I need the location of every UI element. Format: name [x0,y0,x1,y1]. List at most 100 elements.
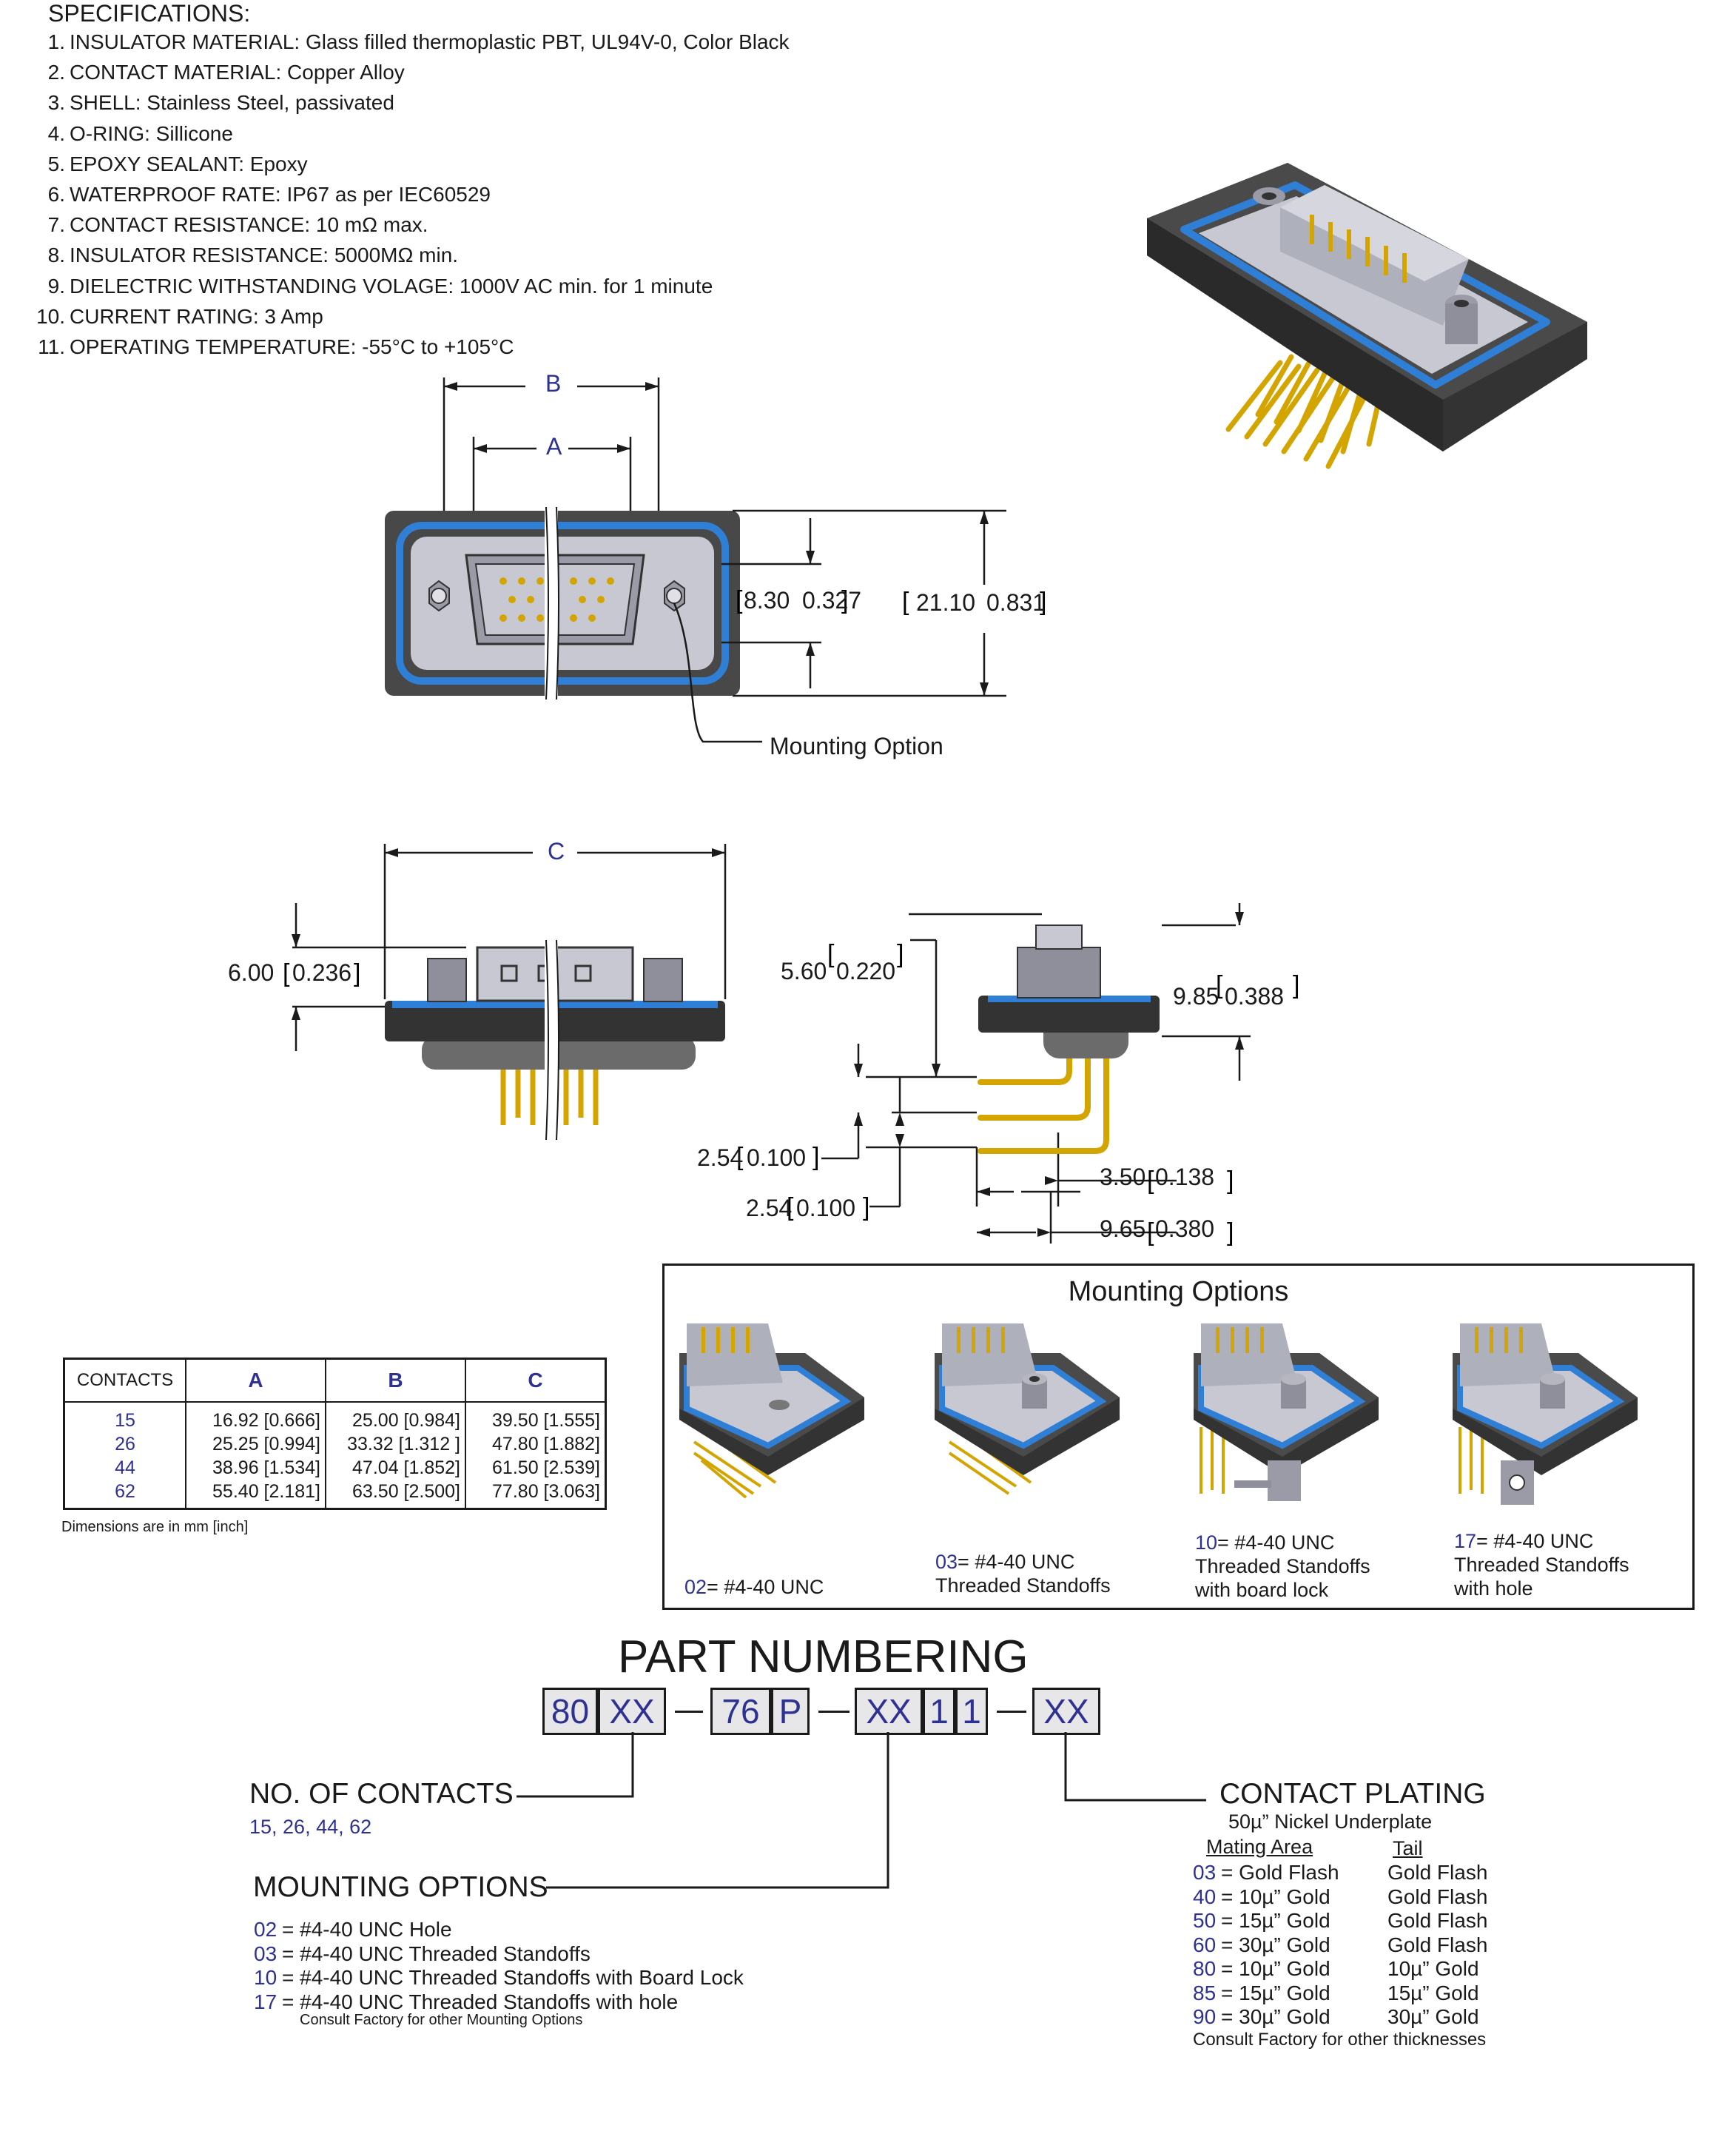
svg-text:[: [ [827,940,835,968]
svg-text:]: ] [897,940,904,968]
table-cell: 16.92 [0.666] [186,1402,326,1432]
pn-box-1b: 1 [955,1688,988,1735]
spec-item-text: WATERPROOF RATE: IP67 as per IEC60529 [70,183,491,206]
svg-text:]: ] [863,1193,869,1221]
dim-label-a: A [546,433,562,460]
plating-tail: Gold Flash [1387,1885,1488,1908]
mounting-options-note: Consult Factory for other Mounting Optio… [300,2012,583,2028]
table-cell: 38.96 [1.534] [186,1456,326,1480]
spec-item-number: 2. [47,61,65,84]
spec-item: 10.CURRENT RATING: 3 Amp [30,305,323,329]
spec-item: 4.O-RING: Sillicone [30,122,233,146]
dim-985-inch: 0.388 [1225,983,1285,1010]
pn-box-mounting: XX [855,1688,923,1735]
spec-item-text: CURRENT RATING: 3 Amp [70,304,323,328]
pn-box-contacts: XX [598,1688,666,1735]
svg-text:]: ] [354,959,360,987]
plating-mating: = 30µ” Gold [1221,2005,1330,2028]
spec-item: 1.INSULATOR MATERIAL: Glass filled therm… [30,30,790,54]
spec-item-number: 10. [36,304,65,328]
plating-code: 80 [1193,1957,1217,1980]
side-view-drawing: [ ] [283,844,727,1141]
mounting-option-item: 02= #4-40 UNC Hole [254,1918,452,1942]
front-view-drawing: [ ] [ ] [385,377,1046,743]
option-17-image [1453,1323,1638,1505]
plating-tail: Gold Flash [1387,1933,1488,1956]
part-numbering-leader-lines [517,1732,1206,1889]
pn-dash-1 [675,1711,703,1713]
dim-830-inch: 0.327 [802,587,862,614]
svg-text:]: ] [813,1143,819,1171]
option-03-caption: 03= #4-40 UNC Threaded Standoffs [935,1551,1111,1597]
table-cell-contacts: 62 [64,1480,186,1509]
plating-code: 90 [1193,2005,1217,2028]
spec-item-number: 1. [47,30,65,53]
plating-col-mating: Mating Area [1206,1836,1313,1858]
plating-mating: = 30µ” Gold [1221,1933,1330,1956]
dim-2110: 21.10 [916,589,976,616]
table-cell: 63.50 [2.500] [326,1480,466,1509]
no-of-contacts-heading: NO. OF CONTACTS [249,1778,514,1810]
table-cell: 39.50 [1.555] [465,1402,607,1432]
option-10-caption: 10= #4-40 UNC Threaded Standoffs with bo… [1195,1531,1370,1601]
plating-tail: Gold Flash [1387,1861,1488,1884]
spec-item: 9.DIELECTRIC WITHSTANDING VOLAGE: 1000V … [30,275,713,298]
spec-item-number: 6. [47,183,65,206]
spec-item: 7.CONTACT RESISTANCE: 10 mΩ max. [30,213,428,237]
plating-tail: 30µ” Gold [1387,2005,1479,2028]
spec-item: 6.WATERPROOF RATE: IP67 as per IEC60529 [30,183,491,207]
mounting-option-callout: Mounting Option [770,733,943,759]
dim-965: 9.65 [1100,1215,1146,1242]
spec-item-number: 4. [47,121,65,145]
dim-965-inch: 0.380 [1155,1215,1215,1242]
dim-350-inch: 0.138 [1155,1164,1215,1190]
mounting-option-text: = #4-40 UNC Hole [282,1918,452,1941]
svg-text:[: [ [787,1193,794,1221]
plating-mating: = 15µ” Gold [1221,1909,1330,1932]
mounting-option-text: = #4-40 UNC Threaded Standoffs with Boar… [282,1966,744,1989]
pn-box-plating: XX [1032,1688,1100,1735]
spec-item-number: 8. [47,244,65,267]
spec-item: 8.INSULATOR RESISTANCE: 5000MΩ min. [30,244,458,267]
mounting-option-code: 03 [254,1942,277,1965]
plating-mating: = Gold Flash [1221,1861,1339,1884]
table-cell: 25.25 [0.994] [186,1432,326,1456]
no-of-contacts-values: 15, 26, 44, 62 [249,1816,372,1838]
plating-code: 60 [1193,1933,1217,1956]
connector-3d-image [1147,163,1587,469]
pn-box-76: 76 [710,1688,771,1735]
mounting-options-heading: MOUNTING OPTIONS [253,1871,548,1903]
dim-254a-inch: 0.100 [747,1144,807,1171]
mounting-options-title: Mounting Options [1068,1276,1289,1307]
table-cell-contacts: 15 [64,1402,186,1432]
table-header-b: B [326,1358,466,1403]
plating-code: 50 [1193,1909,1217,1932]
mounting-option-code: 02 [254,1918,277,1941]
spec-item: 11.OPERATING TEMPERATURE: -55°C to +105°… [30,335,514,359]
dim-label-c: C [548,838,565,865]
option-03-image [935,1323,1120,1495]
dim-560-inch: 0.220 [836,958,896,984]
table-header-a: A [186,1358,326,1403]
option-17-caption: 17= #4-40 UNC Threaded Standoffs with ho… [1454,1530,1629,1600]
table-cell: 33.32 [1.312 ] [326,1432,466,1456]
table-cell: 61.50 [2.539] [465,1456,607,1480]
spec-item-text: CONTACT RESISTANCE: 10 mΩ max. [70,213,428,237]
table-cell: 55.40 [2.181] [186,1480,326,1509]
mounting-option-item: 10= #4-40 UNC Threaded Standoffs with Bo… [254,1966,744,1990]
specifications-title: SPECIFICATIONS: [48,0,251,27]
svg-text:[: [ [902,588,909,616]
option-02-caption: 02= #4-40 UNC [684,1576,824,1598]
svg-text:]: ] [1293,971,1299,999]
dim-830: 8.30 [744,587,790,614]
spec-item-number: 5. [47,152,65,175]
table-cell: 25.00 [0.984] [326,1402,466,1432]
